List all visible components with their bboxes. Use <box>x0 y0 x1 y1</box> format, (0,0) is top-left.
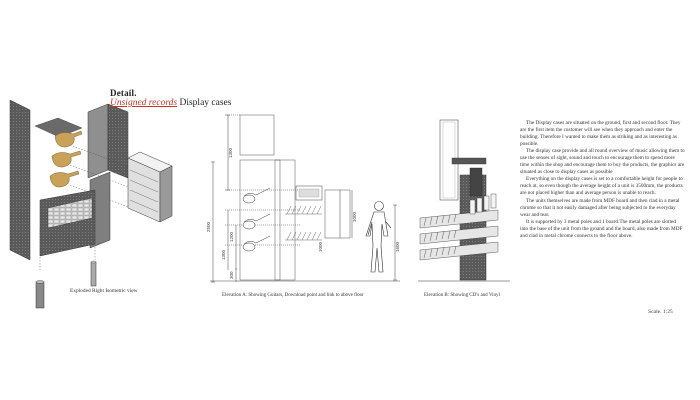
paragraph-2: The display case provide and all round o… <box>520 148 685 176</box>
paragraph-3: Everything on the display cases is set t… <box>520 176 683 197</box>
elev-a-top-unit <box>239 114 275 156</box>
cd-cases <box>469 193 497 215</box>
elev-a-cd-shelves <box>285 205 322 241</box>
shelf-top <box>34 117 83 138</box>
paragraph-1: The Display cases are situated on the gr… <box>520 120 681 148</box>
dim-overall: 2500 <box>206 221 211 232</box>
dim-download: 1000 <box>318 241 323 252</box>
paragraph-4: The units themselves are made from MDF b… <box>520 197 680 218</box>
description-text: The Display cases are situated on the gr… <box>520 120 685 240</box>
scale-label: Scale. 1:25 <box>648 309 673 315</box>
kiosk <box>324 189 351 239</box>
dim-kiosk: 1000 <box>352 211 357 222</box>
dim-lower-a: 1300 <box>221 249 226 260</box>
guitar-group <box>49 130 83 188</box>
subtitle-rest: Display cases <box>177 98 232 108</box>
back-panel-left <box>9 99 31 261</box>
caption-elevation-a: Elevation A: Showing Guitars, Download p… <box>222 293 364 298</box>
dim-top-unit: 1300 <box>228 147 233 158</box>
download-point <box>295 185 323 201</box>
pole-2 <box>90 261 97 287</box>
detail-heading: Detail. <box>110 88 137 98</box>
dim-mid-a: 1200 <box>229 231 234 242</box>
person-figure <box>365 201 392 273</box>
caption-elevation-b: Elevation B: Showing CD's and Vinyl <box>424 293 500 298</box>
elevation-b <box>418 119 510 282</box>
vinyl-rack <box>419 209 499 261</box>
pole-1 <box>35 281 45 309</box>
brand-link[interactable]: Unsigned records <box>110 98 178 108</box>
top-cabinet-side <box>107 103 129 179</box>
dim-base-a: 300 <box>229 271 234 279</box>
exploded-isometric-view <box>9 99 173 309</box>
elev-a-guitars <box>242 187 271 252</box>
paragraph-5: It is supported by 3 metal poles and 1 b… <box>520 218 683 239</box>
subtitle: Unsigned records Display cases <box>110 98 231 108</box>
top-cabinet-front <box>87 103 109 179</box>
cd-box-side <box>159 165 173 223</box>
elev-a-column <box>239 159 281 281</box>
elevation-a <box>210 114 400 283</box>
elev-b-sign <box>451 157 487 165</box>
dim-person: 1600 <box>395 241 400 252</box>
caption-isometric: Exploded Right Isometric view <box>70 288 138 294</box>
cd-rack <box>47 197 93 229</box>
